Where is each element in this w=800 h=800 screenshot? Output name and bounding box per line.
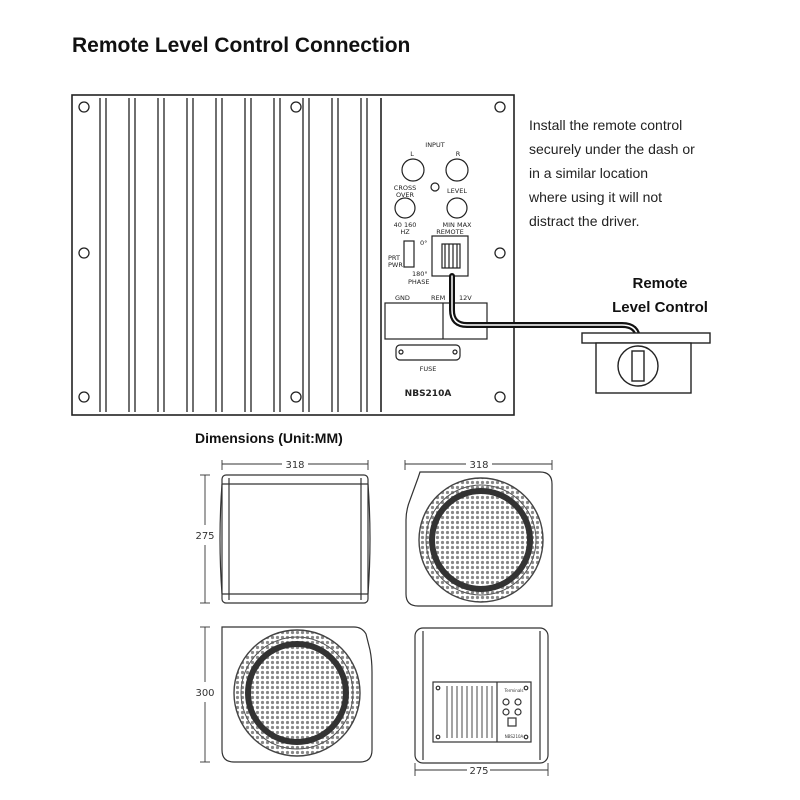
- label-crossover-unit: HZ: [400, 228, 410, 236]
- label-input: INPUT: [425, 141, 444, 149]
- back-label-model: NBS210A: [505, 734, 524, 739]
- label-right: R: [456, 150, 461, 158]
- label-gnd: GND: [395, 294, 410, 302]
- label-phase: PHASE: [408, 278, 430, 286]
- label-12v: 12V: [459, 294, 472, 302]
- front-view: [219, 474, 371, 604]
- remote-label-line: Remote: [632, 275, 688, 292]
- dim-width-front: [221, 460, 369, 470]
- heatsink-fins: [99, 98, 368, 412]
- fuse-holder: [395, 344, 461, 361]
- dim-depth-bottom: [200, 626, 210, 763]
- power-terminal-block: [384, 302, 488, 340]
- remote-label-line: Level Control: [612, 299, 708, 316]
- label-crossover-range: 40 160: [394, 221, 417, 229]
- panel-outline: [71, 94, 515, 416]
- label-model: NBS210A: [405, 389, 452, 399]
- label-crossover-1: CROSS: [394, 184, 416, 192]
- phase-switch: [403, 240, 415, 268]
- label-prt: PRT: [388, 254, 400, 262]
- angled-view: [405, 471, 553, 607]
- dim-width-angle-value: 318: [469, 460, 488, 471]
- install-note: Install the remote control securely unde…: [529, 113, 759, 233]
- amplifier-panel: [71, 94, 711, 416]
- led-indicator: [430, 182, 440, 192]
- dim-width-angle: [404, 460, 553, 470]
- page-title: Remote Level Control Connection: [72, 34, 411, 57]
- label-pwr: PWR: [388, 261, 403, 269]
- label-fuse: FUSE: [420, 365, 437, 373]
- label-left: L: [410, 150, 414, 158]
- grille-view: [221, 626, 373, 763]
- remote-level-control-unit: [581, 332, 711, 394]
- grille-outer-2: [233, 629, 361, 757]
- dim-height-front-value: 275: [195, 531, 214, 542]
- input-r-jack: [445, 158, 469, 182]
- dim-width-back: [414, 763, 549, 776]
- dim-width-back-value: 275: [469, 766, 488, 777]
- back-label-terminals: Terminals: [504, 688, 524, 693]
- mounting-holes: [78, 101, 506, 403]
- dimensions-title: Dimensions (Unit:MM): [195, 430, 343, 446]
- install-note-line: distract the driver.: [529, 213, 640, 229]
- dim-height-front: [200, 474, 210, 604]
- install-note-line: where using it will not: [529, 189, 663, 205]
- panel-labels: INPUT L R CROSS OVER LEVEL 40 160 HZ MIN…: [388, 141, 472, 399]
- label-rem: REM: [431, 294, 445, 302]
- input-l-jack: [401, 158, 425, 182]
- dimension-values: 318 318 275 300 275: [195, 460, 488, 777]
- remote-level-control-label: Remote Level Control: [560, 272, 760, 320]
- level-knob: [446, 197, 468, 219]
- back-view: [414, 627, 549, 764]
- label-phase-180: 180°: [412, 270, 428, 278]
- dim-width-front-value: 318: [285, 460, 304, 471]
- install-note-line: Install the remote control: [529, 117, 683, 133]
- grille-outer: [418, 477, 544, 603]
- label-crossover-2: OVER: [396, 191, 415, 199]
- install-note-line: securely under the dash or: [529, 141, 695, 157]
- label-level: LEVEL: [447, 187, 467, 195]
- dimension-views: [200, 460, 553, 776]
- label-remote: REMOTE: [436, 228, 463, 236]
- back-panel-labels: Terminals NBS210A: [504, 688, 524, 739]
- install-note-line: in a similar location: [529, 165, 649, 181]
- dim-depth-bottom-value: 300: [195, 688, 214, 699]
- crossover-knob: [394, 197, 416, 219]
- label-phase-0: 0°: [420, 239, 427, 247]
- label-level-range: MIN MAX: [443, 221, 473, 229]
